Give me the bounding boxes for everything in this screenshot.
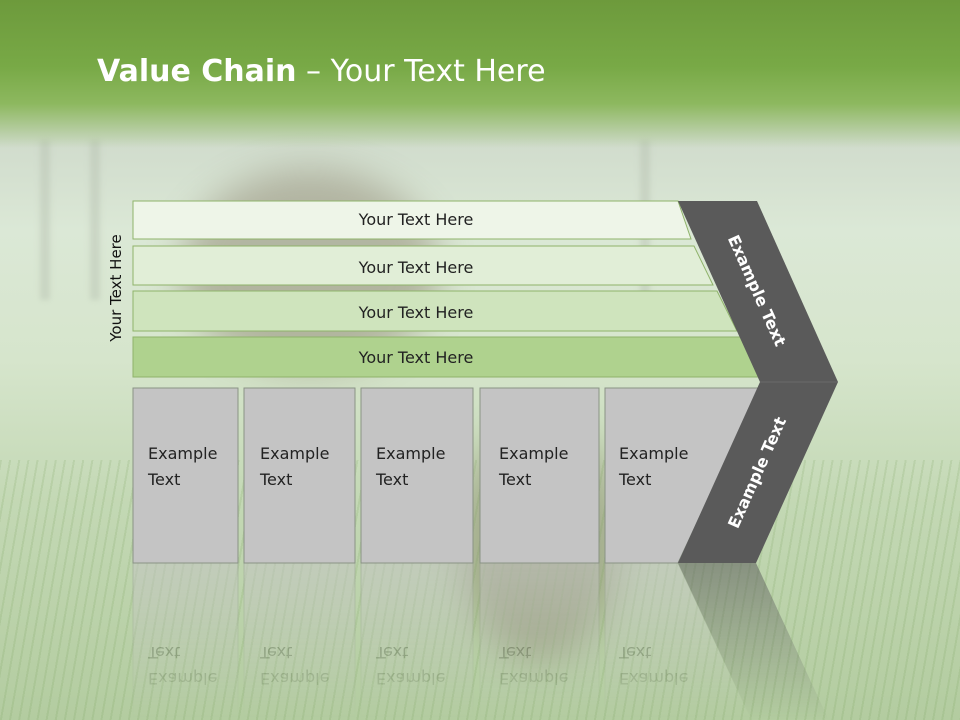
svg-text:Example: Example — [148, 669, 217, 688]
box-3 — [360, 387, 474, 564]
svg-text:Example: Example — [619, 669, 688, 688]
box-3-line2: Text — [375, 470, 408, 489]
svg-text:Example: Example — [376, 669, 445, 688]
box-4 — [479, 387, 600, 564]
title-bar: Value Chain – Your Text Here — [0, 0, 960, 148]
box-4-line1: Example — [499, 444, 568, 463]
background-tree — [40, 140, 50, 300]
box-group: Example Text Example Text Example Text E… — [132, 387, 761, 564]
svg-text:Text: Text — [147, 643, 180, 662]
band-1 — [132, 200, 692, 240]
svg-text:Example: Example — [260, 669, 329, 688]
title-rest: – Your Text Here — [296, 54, 546, 89]
svg-text:Text: Text — [259, 643, 292, 662]
band-2-label: Your Text Here — [358, 258, 474, 277]
band-4-label: Your Text Here — [358, 348, 474, 367]
background-tree — [90, 140, 100, 300]
box-1-line1: Example — [148, 444, 217, 463]
chevron: Example Text Example Text — [678, 201, 838, 563]
box-1-line2: Text — [147, 470, 180, 489]
page-title: Value Chain – Your Text Here — [97, 54, 546, 89]
box-3-line1: Example — [376, 444, 445, 463]
box-5-line2: Text — [618, 470, 651, 489]
box-2-line1: Example — [260, 444, 329, 463]
chevron-upper — [678, 201, 838, 382]
svg-text:Text: Text — [618, 643, 651, 662]
band-2 — [132, 245, 714, 286]
reflection: Example Text Example Text Example Text Exam… — [132, 562, 829, 720]
svg-text:Example: Example — [499, 669, 568, 688]
svg-text:Text: Text — [498, 643, 531, 662]
chevron-lower — [678, 382, 838, 563]
band-3-label: Your Text Here — [358, 303, 474, 322]
title-bold: Value Chain — [97, 54, 297, 89]
band-1-label: Your Text Here — [358, 210, 474, 229]
box-1 — [132, 387, 239, 564]
band-group: Your Text Here Your Text Here Your Text … — [132, 200, 762, 378]
box-2-line2: Text — [259, 470, 292, 489]
box-4-line2: Text — [498, 470, 531, 489]
box-2 — [243, 387, 356, 564]
svg-text:Text: Text — [375, 643, 408, 662]
box-5-line1: Example — [619, 444, 688, 463]
